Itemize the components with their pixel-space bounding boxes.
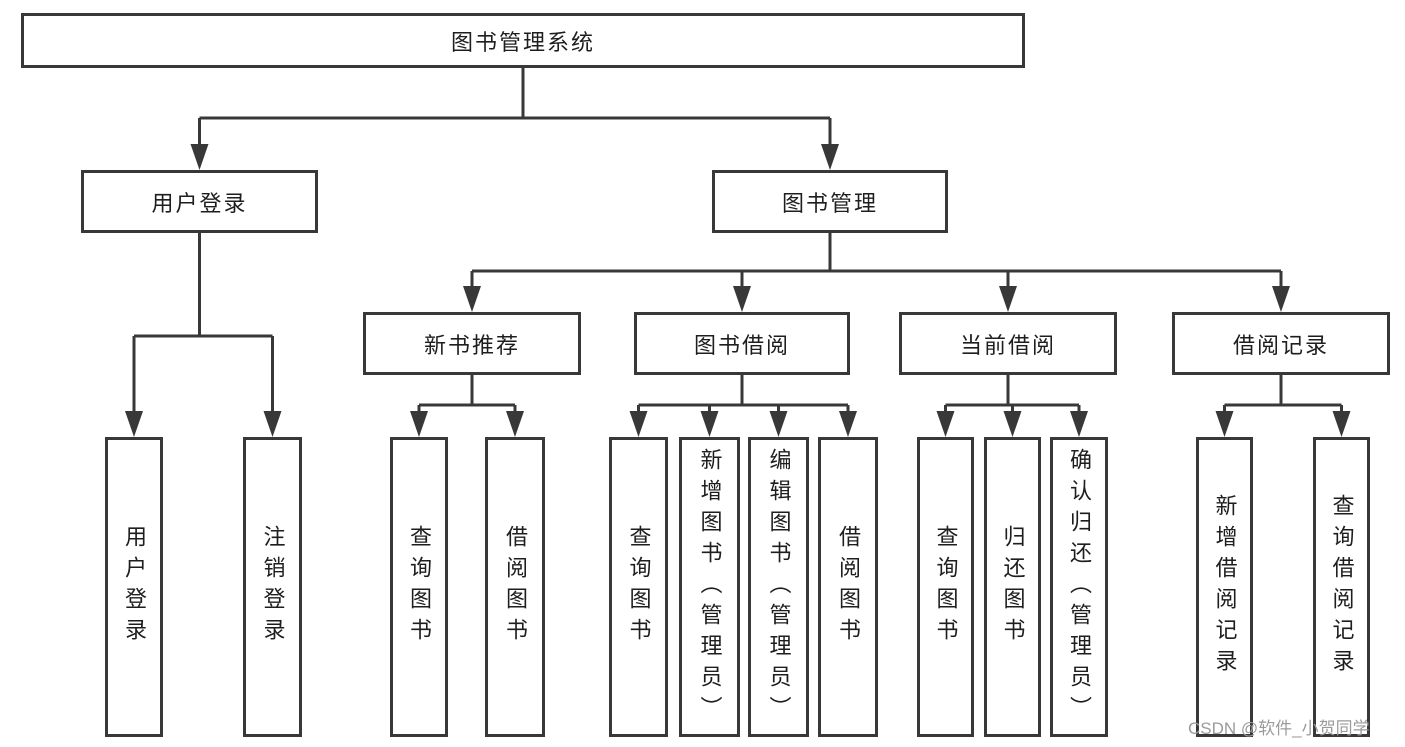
leaf-query-books-borrowing: 查询图书 [609, 437, 668, 737]
node-label: 用户登录 [151, 190, 248, 216]
watermark-text: CSDN @软件_小贺同学 [1188, 719, 1370, 738]
node-borrowing-records: 借阅记录 [1172, 312, 1390, 375]
node-label: 图书管理系统 [450, 29, 595, 55]
leaf-query-borrow-record: 查询借阅记录 [1313, 437, 1370, 737]
connector-book-management-children [463, 233, 1290, 312]
node-label: 查询图书 [407, 525, 432, 649]
node-label: 编辑图书（管理员） [766, 447, 792, 727]
node-label: 借阅记录 [1232, 332, 1329, 358]
connector-current-borrowing-children [936, 375, 1088, 437]
node-current-borrowing: 当前借阅 [899, 312, 1117, 375]
leaf-confirm-return-admin: 确认归还（管理员） [1050, 437, 1108, 737]
leaf-user-login: 用户登录 [105, 437, 163, 737]
node-label: 图书管理 [781, 190, 878, 216]
connector-root-to-level2 [190, 68, 839, 170]
leaf-query-books-current: 查询图书 [917, 437, 974, 737]
leaf-add-book-admin: 新增图书（管理员） [679, 437, 740, 737]
node-library-management-system: 图书管理系统 [21, 13, 1025, 68]
leaf-return-books: 归还图书 [984, 437, 1041, 737]
leaf-edit-book-admin: 编辑图书（管理员） [748, 437, 809, 737]
leaf-borrow-books-recommend: 借阅图书 [485, 437, 545, 737]
node-label: 新书推荐 [423, 332, 520, 358]
leaf-borrow-books: 借阅图书 [818, 437, 878, 737]
node-label: 归还图书 [1000, 525, 1026, 649]
node-label: 用户登录 [122, 525, 147, 649]
node-label: 借阅图书 [836, 525, 861, 649]
node-book-management: 图书管理 [712, 170, 948, 233]
node-label: 借阅图书 [503, 525, 528, 649]
node-label: 查询图书 [626, 525, 652, 649]
node-book-borrowing: 图书借阅 [634, 312, 850, 375]
node-new-book-recommendation: 新书推荐 [363, 312, 581, 375]
connector-user-login-children [125, 233, 282, 437]
node-label: 注销登录 [260, 525, 286, 649]
leaf-add-borrow-record: 新增借阅记录 [1196, 437, 1253, 737]
node-label: 图书借阅 [693, 332, 790, 358]
node-user-login: 用户登录 [81, 170, 318, 233]
leaf-query-books-recommend: 查询图书 [390, 437, 448, 737]
node-label: 查询借阅记录 [1329, 494, 1355, 680]
node-label: 新增借阅记录 [1212, 494, 1238, 680]
node-label: 当前借阅 [959, 332, 1056, 358]
connector-new-book-children [410, 375, 524, 437]
node-label: 确认归还（管理员） [1067, 447, 1092, 727]
connector-book-borrowing-children [629, 375, 857, 437]
leaf-logout: 注销登录 [243, 437, 302, 737]
connector-borrowing-records-children [1215, 375, 1351, 437]
node-label: 查询图书 [933, 525, 959, 649]
node-label: 新增图书（管理员） [697, 447, 723, 727]
